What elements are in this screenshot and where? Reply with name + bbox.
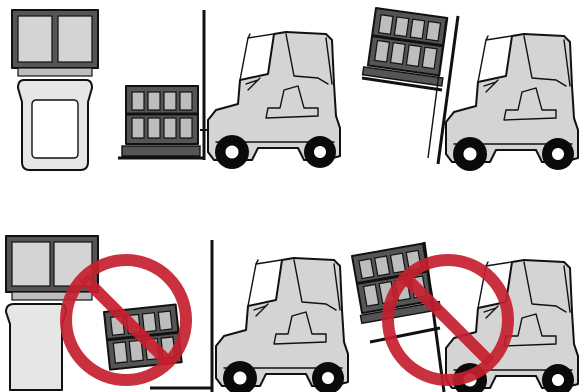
forklift-icon xyxy=(446,34,578,171)
panel-top-left xyxy=(12,10,340,170)
panel-bottom-right xyxy=(350,242,578,392)
operator-console-icon xyxy=(12,10,98,170)
panel-bottom-left xyxy=(6,236,348,392)
forklift-icon xyxy=(216,258,348,392)
pallet-crate-icon xyxy=(126,86,198,144)
forklift-icon xyxy=(208,32,340,169)
panel-top-right xyxy=(362,7,578,171)
pallet-crate-icon xyxy=(368,8,447,75)
